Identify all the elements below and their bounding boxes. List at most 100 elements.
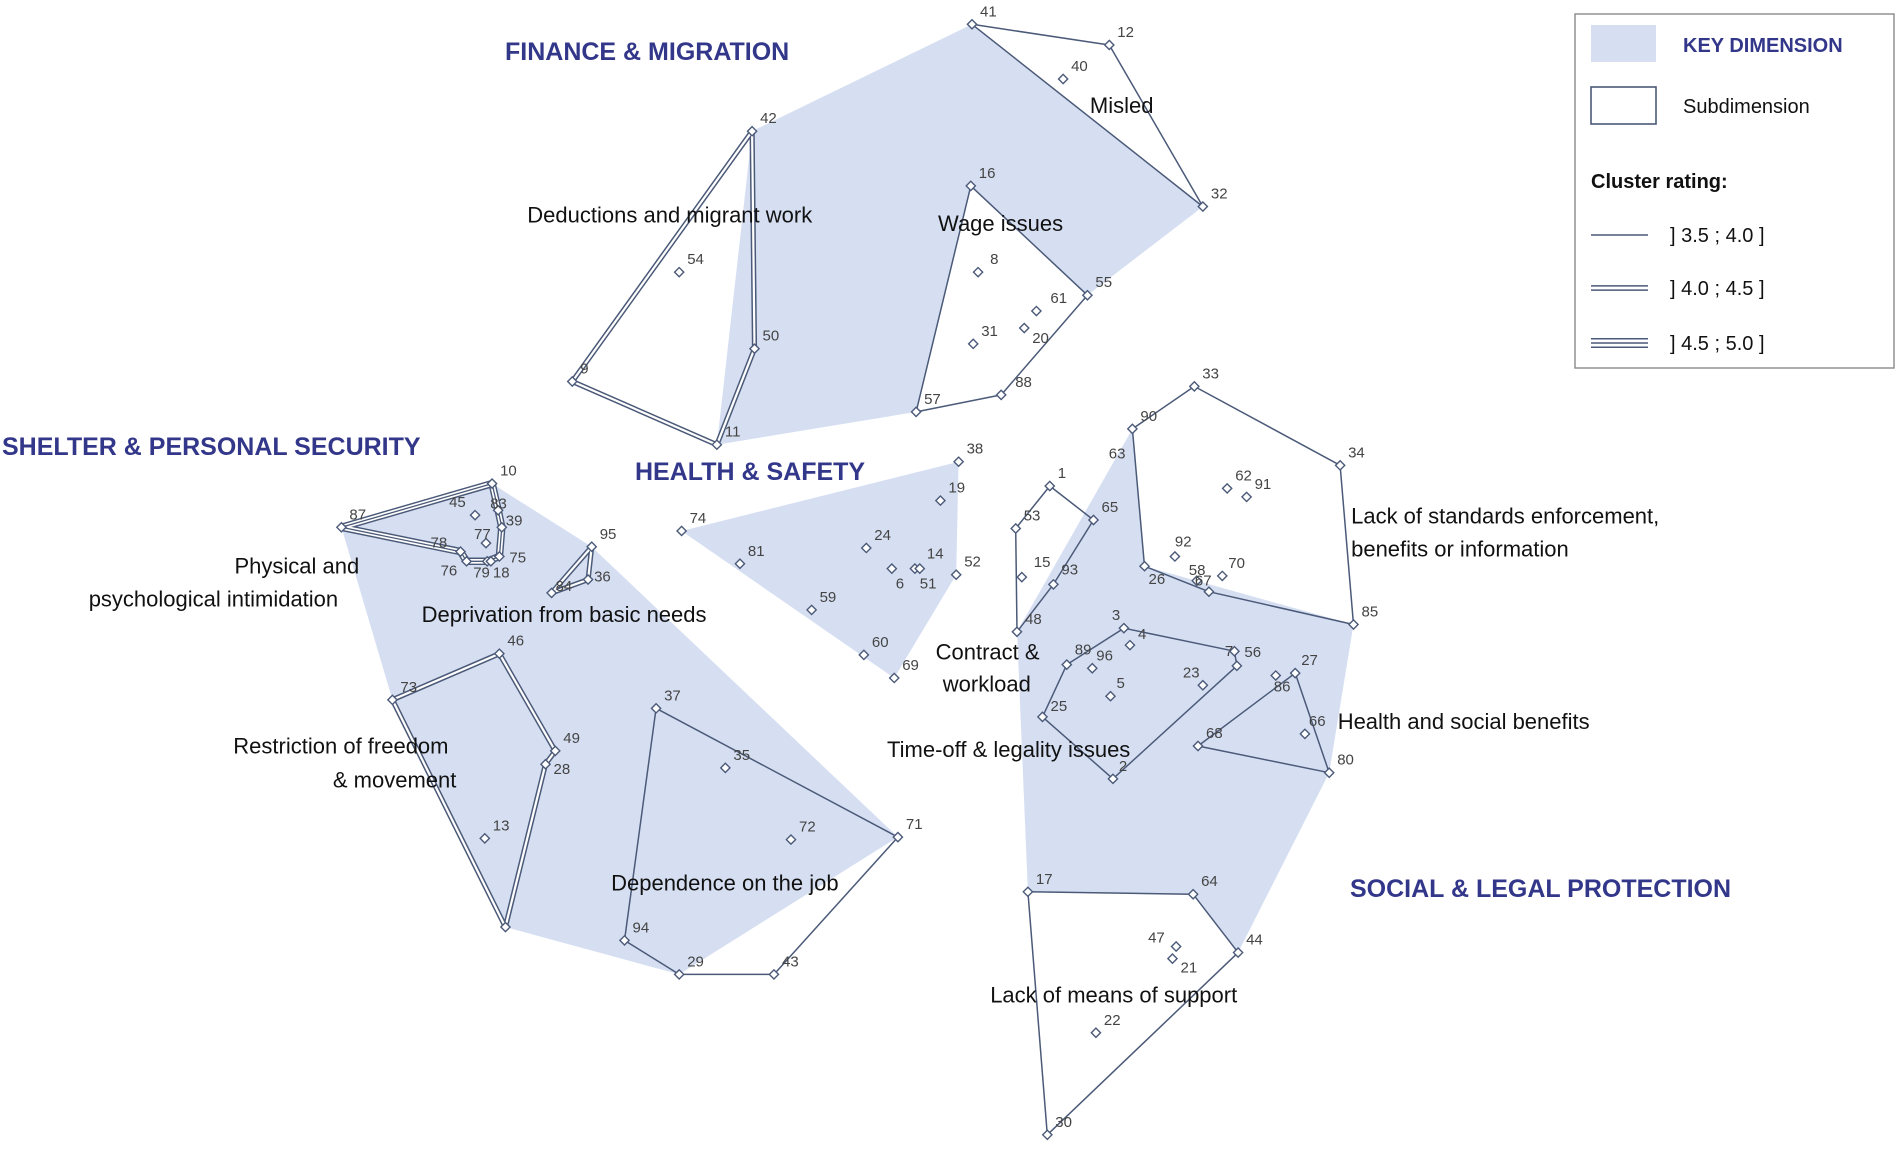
subdimension-outline-restriction (389, 651, 558, 930)
statement-id-label: 60 (872, 634, 889, 651)
statement-id-label: 56 (1244, 644, 1261, 661)
statement-point (910, 406, 922, 418)
statement-point (549, 745, 561, 757)
statement-point (1022, 886, 1034, 898)
statement-id-label: 2 (1119, 758, 1127, 775)
statement-id-label: 10 (500, 463, 517, 480)
statement-id-label: 45 (449, 494, 466, 511)
statement-point (1016, 571, 1028, 583)
statement-point (965, 180, 977, 192)
statement-id-label: 75 (509, 550, 526, 567)
subdimension-label-contract: Contract & (936, 640, 1040, 665)
statement-point (967, 338, 979, 350)
subdimension-outline-deprivation-gap (550, 545, 593, 595)
statement-id-label: 62 (1235, 467, 1252, 484)
statement-point (493, 648, 505, 660)
statement-id-label: 90 (1140, 408, 1157, 425)
statement-point (1086, 662, 1098, 674)
statement-point (1187, 888, 1199, 900)
statement-point (806, 604, 818, 616)
legend-subdimension-swatch (1590, 86, 1657, 125)
statement-point (892, 831, 904, 843)
statement-point (1334, 459, 1346, 471)
statement-id-label: 12 (1117, 24, 1134, 41)
statement-point (1107, 773, 1119, 785)
legend-rating-2-label: ] 4.0 ; 4.5 ] (1670, 278, 1765, 300)
statement-point (1299, 728, 1311, 740)
subdimension-label-timeoff: Time-off & legality issues (887, 737, 1130, 762)
subdimension-label-deductions: Deductions and migrant work (527, 202, 813, 227)
statement-id-label: 65 (1102, 499, 1119, 516)
statement-point (673, 266, 685, 278)
statement-id-label: 64 (1201, 873, 1218, 890)
statement-id-label: 79 (473, 564, 490, 581)
statement-id-label: 46 (507, 633, 524, 650)
key-dimension-area-health (681, 461, 959, 678)
statement-id-label: 37 (664, 687, 681, 704)
statement-point (1103, 39, 1115, 51)
statement-point (1036, 711, 1049, 723)
statement-point (748, 343, 761, 355)
statement-id-label: 33 (1202, 365, 1219, 382)
statement-id-label: 6 (896, 576, 904, 593)
statement-point (454, 546, 467, 558)
statement-point (485, 555, 497, 567)
statement-id-label: 72 (799, 819, 816, 836)
statement-id-label: 67 (1195, 573, 1212, 590)
statement-point (914, 563, 926, 575)
statement-id-label: 53 (1024, 508, 1041, 525)
key-dimension-area-finance (716, 24, 1203, 445)
statement-id-label: 51 (920, 576, 937, 593)
statement-id-label: 71 (906, 816, 923, 833)
statement-point (1081, 289, 1094, 301)
statement-id-label: 68 (1206, 725, 1223, 742)
statement-point (469, 509, 481, 521)
statement-id-label: 15 (1034, 554, 1051, 571)
statement-id-label: 22 (1104, 1012, 1121, 1029)
statement-id-label: 81 (748, 543, 765, 560)
statement-id-label: 21 (1181, 960, 1198, 977)
dimension-labels: FINANCE & MIGRATION SHELTER & PERSONAL S… (2, 38, 1731, 903)
statement-point (1166, 953, 1179, 965)
statement-point (676, 525, 688, 537)
statement-id-label: 94 (633, 919, 650, 936)
statement-point (650, 702, 662, 714)
statement-point (1011, 626, 1023, 638)
statement-id-label: 86 (1274, 679, 1291, 696)
statement-id-label: 92 (1175, 534, 1192, 551)
subdimension-label-deprivation: Deprivation from basic needs (422, 602, 707, 627)
statement-point (1192, 740, 1204, 752)
statement-point (1061, 659, 1073, 671)
statement-id-label: 9 (580, 361, 588, 378)
statement-point (1232, 946, 1244, 959)
statement-point (618, 934, 631, 946)
statement-point (496, 521, 508, 533)
statement-point (1197, 200, 1209, 213)
legend-rating-3-label: ] 4.5 ; 5.0 ] (1670, 333, 1765, 355)
statement-point (768, 968, 780, 981)
statement-point (460, 555, 473, 567)
statement-id-label: 41 (980, 3, 997, 20)
statement-point (1323, 767, 1335, 779)
statement-point (1197, 679, 1209, 691)
statement-id-label: 66 (1309, 713, 1326, 730)
statement-id-label: 20 (1032, 330, 1049, 347)
statement-id-label: 48 (1025, 611, 1042, 628)
statement-id-label: 18 (493, 564, 510, 581)
statement-id-label: 73 (400, 679, 417, 696)
statement-id-label: 1 (1058, 465, 1066, 482)
statement-id-label: 88 (1015, 374, 1032, 391)
dimension-label-health: HEALTH & SAFETY (635, 458, 865, 486)
statement-point (858, 649, 870, 661)
statement-point (486, 477, 498, 490)
statement-id-label: 40 (1071, 58, 1088, 75)
statement-point (1221, 482, 1233, 495)
statement-point (1216, 570, 1228, 582)
statement-point (499, 921, 512, 933)
statement-id-label: 4 (1138, 626, 1146, 643)
statement-id-label: 25 (1051, 698, 1068, 715)
statement-id-label: 85 (1362, 604, 1379, 621)
subdimension-label-restriction: Restriction of freedom (233, 733, 448, 758)
